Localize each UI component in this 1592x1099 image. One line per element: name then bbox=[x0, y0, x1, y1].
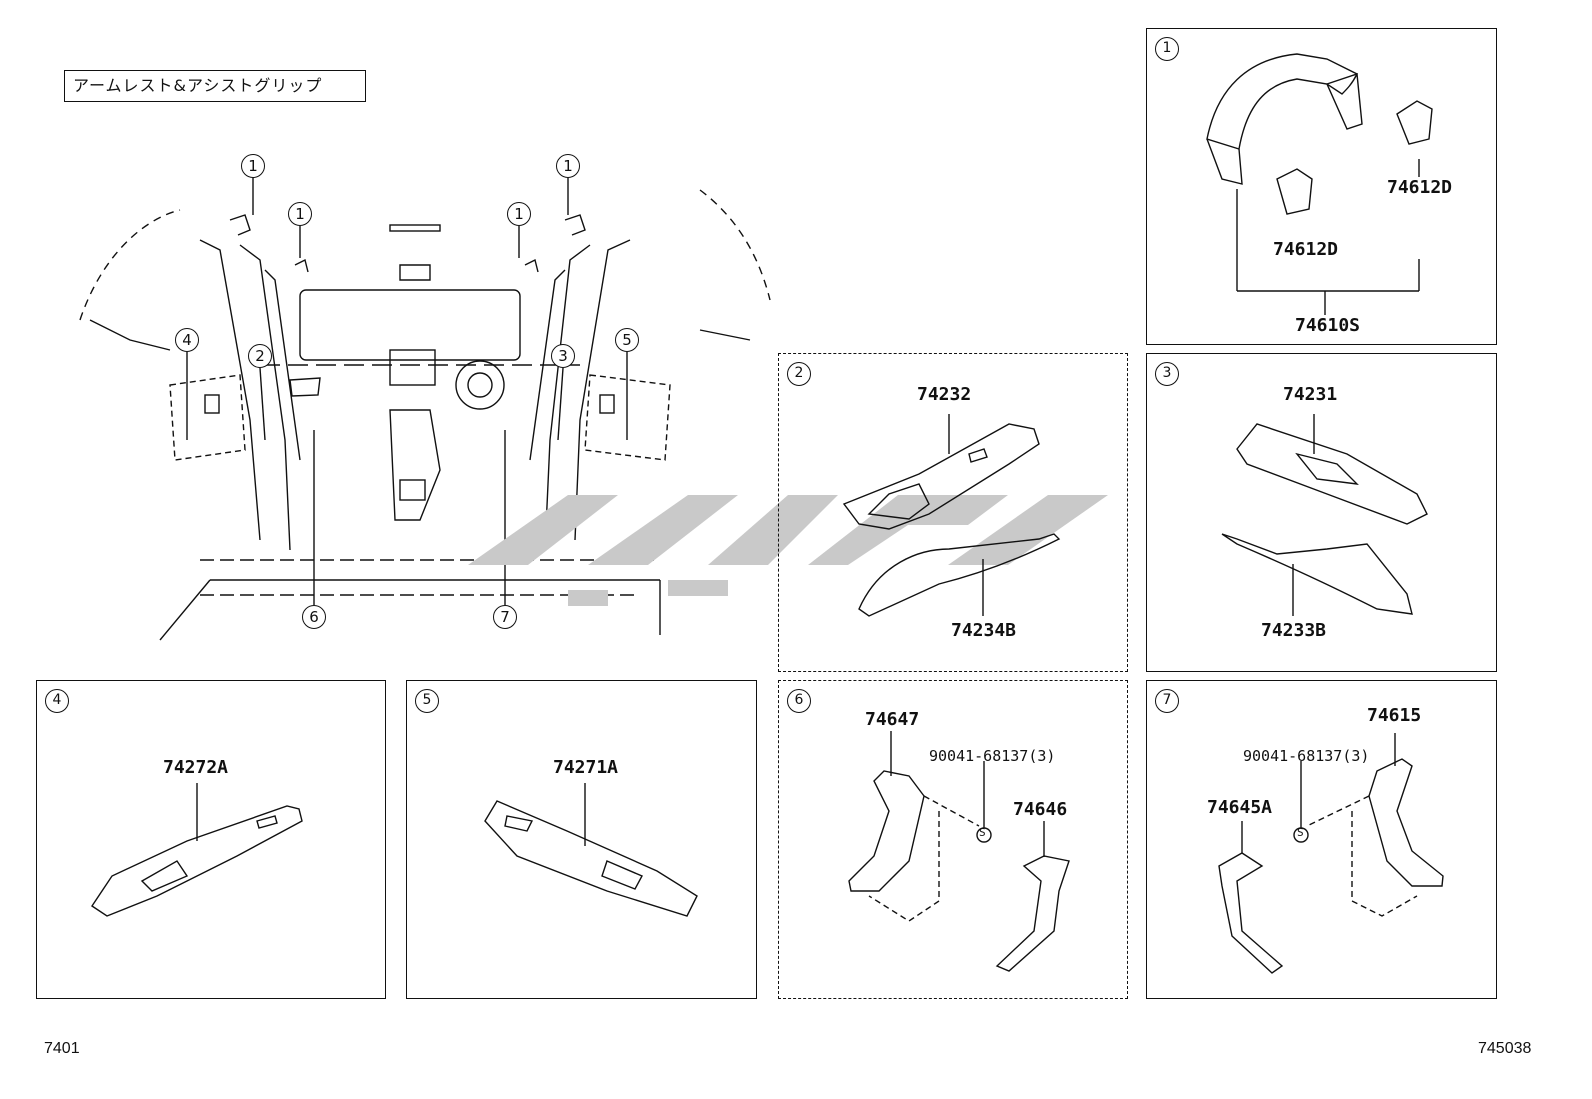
part-74231: 74231 bbox=[1283, 384, 1338, 405]
panel-2-number: 2 bbox=[787, 362, 811, 386]
front-right-armrest-drawing bbox=[842, 414, 1061, 617]
right-grip-trim-drawing bbox=[848, 731, 1070, 972]
part-74271a: 74271A bbox=[553, 757, 619, 778]
part-74612d-a: 74612D bbox=[1387, 177, 1453, 198]
callout-1c: 1 bbox=[507, 202, 531, 226]
part-74647: 74647 bbox=[865, 709, 920, 730]
part-74646: 74646 bbox=[1013, 799, 1068, 820]
part-74272a: 74272A bbox=[163, 757, 229, 778]
part-74615: 74615 bbox=[1367, 705, 1422, 726]
bolt-90041-68137: 90041-68137(3) bbox=[1243, 747, 1370, 765]
part-74232: 74232 bbox=[917, 384, 972, 405]
panel-5-number: 5 bbox=[415, 689, 439, 713]
footer-right-code: 745038 bbox=[1478, 1040, 1532, 1057]
callout-5: 5 bbox=[615, 328, 639, 352]
diagram-title: アームレスト&アシストグリップ bbox=[64, 70, 366, 102]
part-74612d-b: 74612D bbox=[1273, 239, 1339, 260]
front-left-armrest-drawing bbox=[1221, 414, 1428, 616]
part-74610s: 74610S bbox=[1295, 315, 1361, 336]
bolt-90041-68137: 90041-68137(3) bbox=[929, 747, 1056, 765]
bolt-mark-s: S bbox=[979, 826, 986, 839]
callout-1a: 1 bbox=[241, 154, 265, 178]
panel-6-number: 6 bbox=[787, 689, 811, 713]
callout-2: 2 bbox=[248, 344, 272, 368]
panel-5: 5 74271A bbox=[406, 680, 757, 999]
panel-4: 4 74272A bbox=[36, 680, 386, 999]
callout-4: 4 bbox=[175, 328, 199, 352]
left-grip-trim-drawing bbox=[1218, 733, 1444, 974]
callout-1d: 1 bbox=[556, 154, 580, 178]
callout-1b: 1 bbox=[288, 202, 312, 226]
panel-2: 2 74232 74234B bbox=[778, 353, 1128, 672]
watermark-logo bbox=[468, 495, 1108, 606]
panel-4-number: 4 bbox=[45, 689, 69, 713]
assist-grip-drawing bbox=[1206, 53, 1433, 315]
panel-1: 1 74612D 74612D 74610S bbox=[1146, 28, 1497, 345]
panel-7: 7 S 74615 90041-68137(3) 74645A bbox=[1146, 680, 1497, 999]
footer-left-code: 7401 bbox=[44, 1040, 80, 1057]
rear-left-armrest-drawing bbox=[484, 783, 698, 917]
panel-6: 6 S 74647 90041-68137(3) 74646 bbox=[778, 680, 1128, 999]
panel-3: 3 74231 74233B bbox=[1146, 353, 1497, 672]
callout-7: 7 bbox=[493, 605, 517, 629]
part-74234b: 74234B bbox=[951, 620, 1017, 641]
callout-3: 3 bbox=[551, 344, 575, 368]
panel-7-number: 7 bbox=[1155, 689, 1179, 713]
rear-right-armrest-drawing bbox=[91, 783, 303, 917]
interior-overview-drawing bbox=[79, 178, 771, 641]
panel-3-number: 3 bbox=[1155, 362, 1179, 386]
part-74233b: 74233B bbox=[1261, 620, 1327, 641]
callout-6: 6 bbox=[302, 605, 326, 629]
panel-1-number: 1 bbox=[1155, 37, 1179, 61]
part-74645a: 74645A bbox=[1207, 797, 1273, 818]
bolt-mark-s: S bbox=[1297, 826, 1304, 839]
